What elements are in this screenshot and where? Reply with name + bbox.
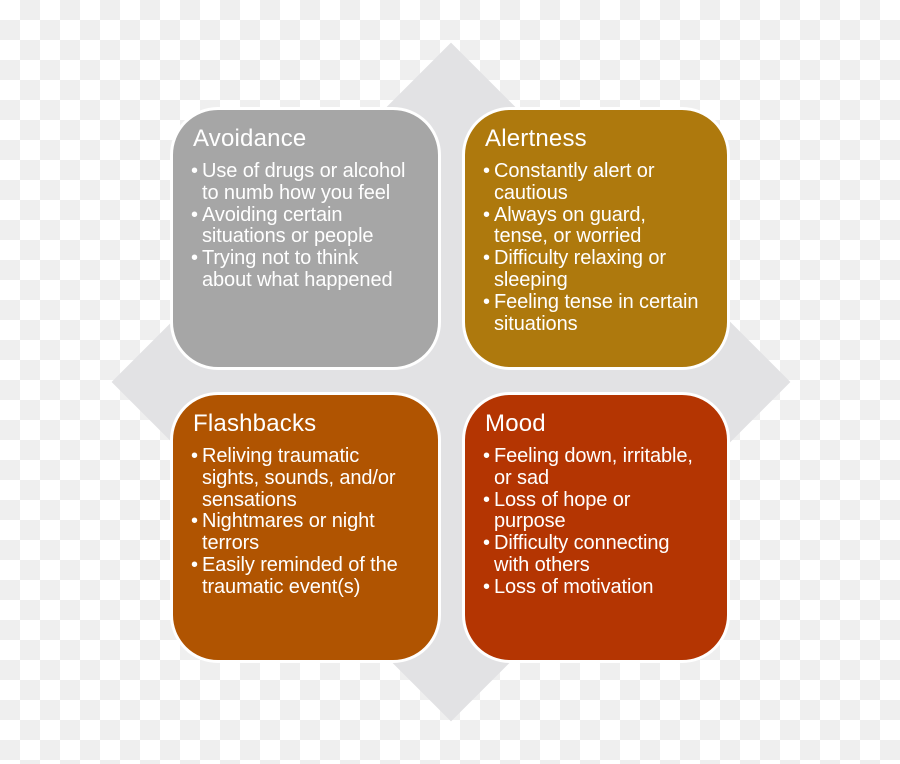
bullet-icon: • xyxy=(483,290,491,313)
bullet-text: Loss of motivation xyxy=(494,575,654,598)
bullet-icon: • xyxy=(191,553,199,576)
bullet-text: Always on guard, tense, or worried xyxy=(494,203,646,248)
bullet-text: Constantly alert or cautious xyxy=(494,160,655,204)
bullet-item: •Nightmares or night terrors xyxy=(191,511,430,555)
bullet-icon: • xyxy=(483,532,491,555)
bullet-item: •Constantly alert or cautious xyxy=(483,160,719,205)
bullet-list-flashbacks: •Reliving traumatic sights, sounds, and/… xyxy=(191,445,430,599)
bullet-item: •Feeling tense in certain situations xyxy=(483,290,719,336)
bullet-text: Use of drugs or alcohol to numb how you … xyxy=(202,160,406,204)
quadrant-flashbacks: Flashbacks •Reliving traumatic sights, s… xyxy=(170,392,441,663)
bullet-icon: • xyxy=(483,203,491,226)
bullet-text: Difficulty relaxing or sleeping xyxy=(494,247,666,291)
bullet-item: •Feeling down, irritable, or sad xyxy=(483,445,719,490)
bullet-icon: • xyxy=(483,575,491,598)
bullet-icon: • xyxy=(483,445,491,467)
bullet-list-avoidance: •Use of drugs or alcohol to numb how you… xyxy=(191,160,430,292)
bullet-item: •Loss of motivation xyxy=(483,575,719,599)
quadrant-title-avoidance: Avoidance xyxy=(193,125,307,152)
bullet-text: Reliving traumatic sights, sounds, and/o… xyxy=(202,445,396,511)
bullet-text: Nightmares or night terrors xyxy=(202,510,375,555)
bullet-icon: • xyxy=(191,160,199,182)
bullet-icon: • xyxy=(191,510,199,533)
bullet-item: •Easily reminded of the traumatic event(… xyxy=(191,553,430,599)
quadrant-title-alertness: Alertness xyxy=(485,125,587,152)
bullet-icon: • xyxy=(191,203,199,226)
bullet-icon: • xyxy=(483,160,491,182)
bullet-item: •Avoiding certain situations or people xyxy=(191,203,430,249)
bullet-list-mood: •Feeling down, irritable, or sad•Loss of… xyxy=(483,445,719,599)
bullet-item: •Use of drugs or alcohol to numb how you… xyxy=(191,160,430,205)
quadrant-mood: Mood •Feeling down, irritable, or sad•Lo… xyxy=(462,392,730,663)
bullet-text: Feeling tense in certain situations xyxy=(494,290,699,335)
bullet-icon: • xyxy=(483,247,491,270)
bullet-item: •Difficulty connecting with others xyxy=(483,532,719,577)
bullet-text: Loss of hope or purpose xyxy=(494,488,631,533)
quadrant-title-mood: Mood xyxy=(485,410,546,437)
bullet-item: •Trying not to think about what happened xyxy=(191,247,430,292)
bullet-text: Feeling down, irritable, or sad xyxy=(494,445,693,489)
bullet-icon: • xyxy=(191,247,199,270)
bullet-text: Avoiding certain situations or people xyxy=(202,203,374,248)
bullet-item: •Reliving traumatic sights, sounds, and/… xyxy=(191,445,430,511)
quadrant-title-flashbacks: Flashbacks xyxy=(193,410,317,437)
bullet-item: •Always on guard, tense, or worried xyxy=(483,203,719,249)
bullet-item: •Difficulty relaxing or sleeping xyxy=(483,247,719,292)
bullet-text: Difficulty connecting with others xyxy=(494,532,670,576)
bullet-text: Trying not to think about what happened xyxy=(202,247,393,291)
quadrant-avoidance: Avoidance •Use of drugs or alcohol to nu… xyxy=(170,107,441,370)
bullet-icon: • xyxy=(191,445,199,467)
bullet-icon: • xyxy=(483,488,491,511)
bullet-item: •Loss of hope or purpose xyxy=(483,488,719,534)
bullet-list-alertness: •Constantly alert or cautious•Always on … xyxy=(483,160,719,336)
bullet-text: Easily reminded of the traumatic event(s… xyxy=(202,553,398,598)
quadrant-alertness: Alertness •Constantly alert or cautious•… xyxy=(462,107,730,370)
